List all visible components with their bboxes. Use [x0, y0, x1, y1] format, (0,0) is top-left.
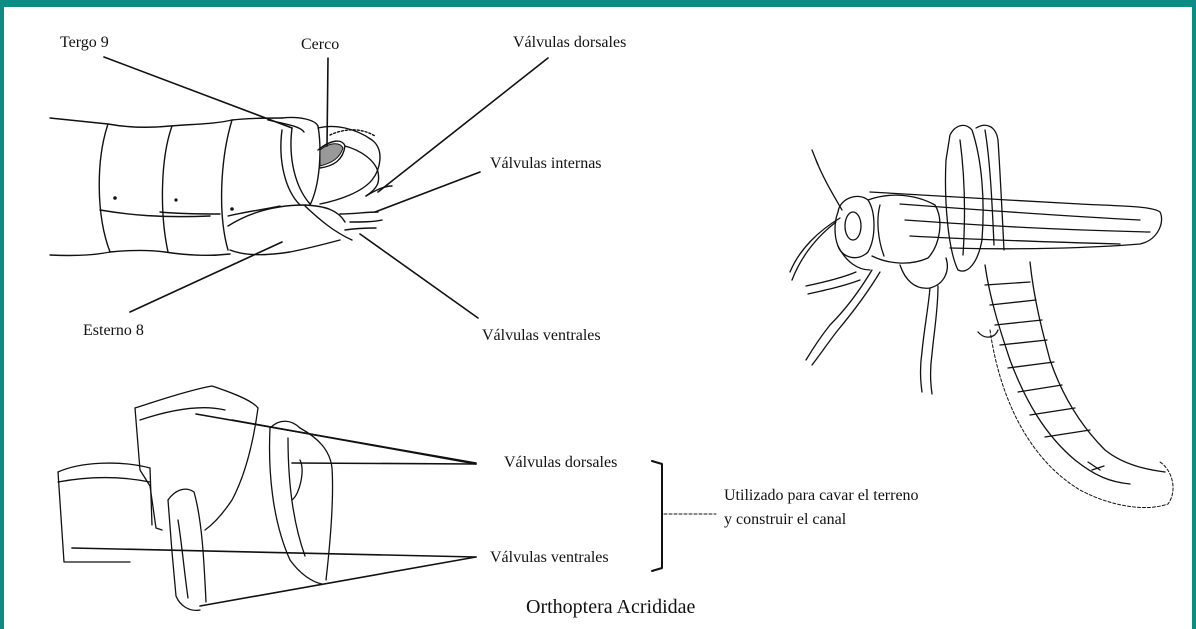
function-note-line1: Utilizado para cavar el terreno — [724, 487, 919, 505]
abdomen-lateral-drawing — [50, 117, 392, 255]
figure-caption: Orthoptera Acrididae — [526, 596, 695, 618]
abdomen-marks — [113, 196, 234, 211]
bracket — [652, 461, 662, 571]
grasshopper-drawing — [790, 125, 1173, 507]
label-valvulas-ventrales-top: Válvulas ventrales — [482, 327, 601, 345]
valves-detail-drawing — [58, 386, 333, 610]
bottom-leader-lines — [72, 414, 476, 606]
function-note-line2: y construir el canal — [724, 511, 846, 529]
label-esterno-8: Esterno 8 — [83, 322, 144, 340]
label-tergo-9: Tergo 9 — [60, 34, 109, 52]
label-valvulas-dorsales-top: Válvulas dorsales — [513, 34, 626, 52]
cerco-shading — [320, 144, 343, 166]
label-valvulas-internas: Válvulas internas — [490, 155, 602, 173]
label-valvulas-ventrales-bottom: Válvulas ventrales — [490, 549, 609, 567]
label-valvulas-dorsales-bottom: Válvulas dorsales — [504, 454, 617, 472]
top-leader-lines — [104, 57, 548, 318]
label-cerco: Cerco — [301, 36, 339, 54]
